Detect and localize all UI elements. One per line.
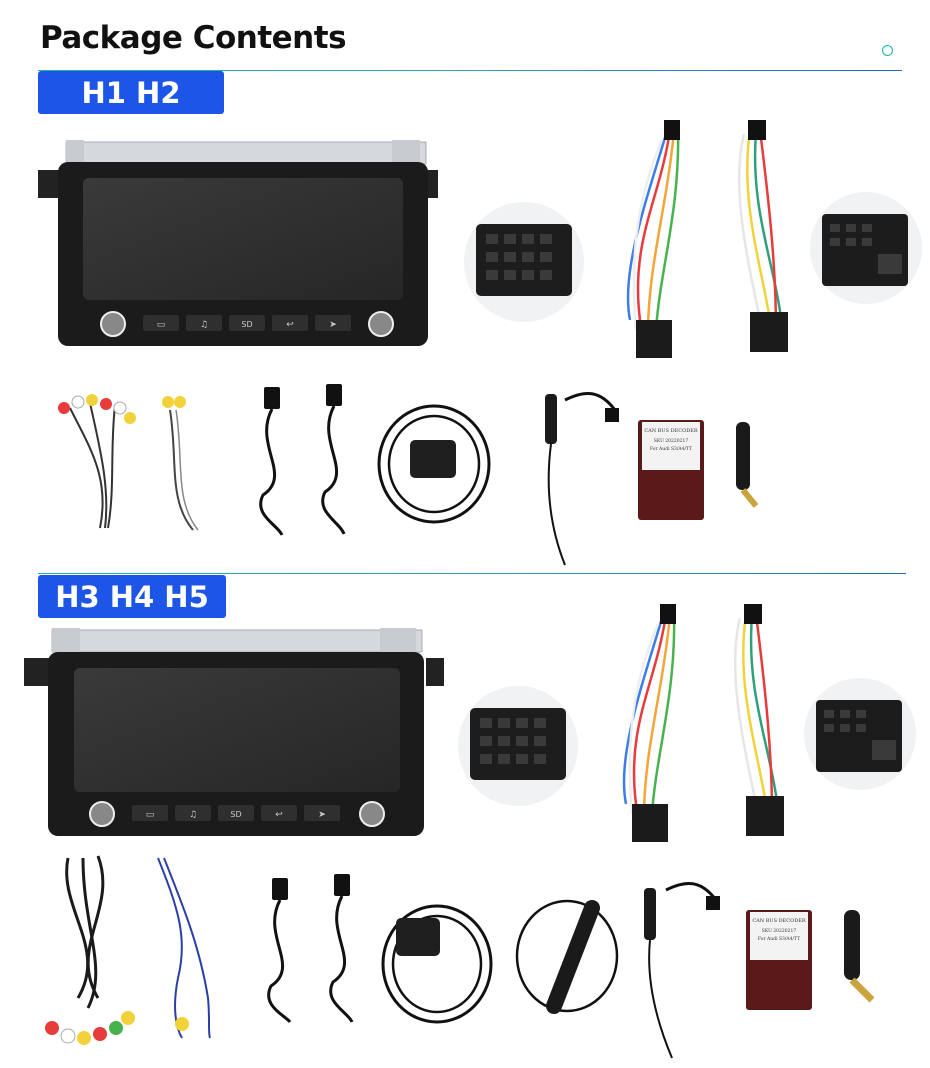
- can-decoder-model: For Audi S3/A4/TT: [650, 446, 692, 452]
- head-unit-image: SD ▭ ♫ ↩ ➤: [24, 628, 444, 842]
- section-label-h1-h2: H1 H2: [38, 71, 224, 114]
- usb-cable-image: [256, 876, 306, 1026]
- page-title: Package Contents: [40, 20, 347, 56]
- wiring-harness-image: [596, 604, 806, 849]
- circle-icon: [882, 45, 893, 56]
- quadlock-connector-image: [808, 190, 924, 306]
- map-icon: ▭: [146, 810, 155, 820]
- can-bus-decoder-image: CAN BUS DECODER SKU 20220217 For Audi S3…: [744, 906, 814, 1012]
- radio-antenna-adapter-image: [636, 870, 726, 1062]
- section-label-h3-h4-h5: H3 H4 H5: [38, 575, 226, 618]
- sd-button-label: SD: [230, 810, 241, 819]
- iso-connector-image: [456, 684, 580, 808]
- usb-cable-image: [310, 382, 360, 542]
- wiring-harness-image: [600, 120, 810, 365]
- rca-cable-image: [50, 388, 140, 533]
- iso-connector-image: [462, 200, 586, 324]
- rca-cable-image: [38, 848, 138, 1058]
- can-decoder-label: CAN BUS DECODER: [644, 428, 698, 434]
- head-unit-image: SD ▭ ♫ ↩ ➤: [38, 140, 438, 350]
- navigation-icon: ➤: [318, 810, 326, 820]
- video-cable-image: [158, 390, 208, 535]
- navigation-icon: ➤: [329, 320, 337, 330]
- can-decoder-model: For Audi S3/A4/TT: [758, 936, 800, 942]
- music-icon: ♫: [189, 810, 197, 820]
- map-icon: ▭: [157, 320, 166, 330]
- wifi-antenna-image: [838, 908, 886, 1008]
- section-divider: [38, 70, 902, 71]
- gps-antenna-image: [372, 398, 497, 530]
- can-decoder-sku: SKU 20220217: [762, 928, 797, 934]
- wifi-antenna-image: [730, 420, 770, 516]
- dab-antenna-image: [512, 896, 622, 1026]
- music-icon: ♫: [200, 320, 208, 330]
- quadlock-connector-image: [802, 676, 918, 792]
- gps-antenna-image: [378, 898, 496, 1030]
- can-decoder-sku: SKU 20220217: [654, 438, 689, 444]
- sd-button-label: SD: [241, 320, 252, 329]
- usb-cable-image: [318, 872, 368, 1027]
- video-cable-image: [148, 848, 218, 1043]
- back-icon: ↩: [286, 320, 294, 330]
- can-bus-decoder-image: CAN BUS DECODER SKU 20220217 For Audi S3…: [636, 416, 706, 522]
- section-divider: [38, 573, 906, 574]
- can-decoder-label: CAN BUS DECODER: [752, 918, 806, 924]
- usb-cable-image: [248, 385, 298, 540]
- radio-antenna-adapter-image: [525, 380, 625, 570]
- back-icon: ↩: [275, 810, 283, 820]
